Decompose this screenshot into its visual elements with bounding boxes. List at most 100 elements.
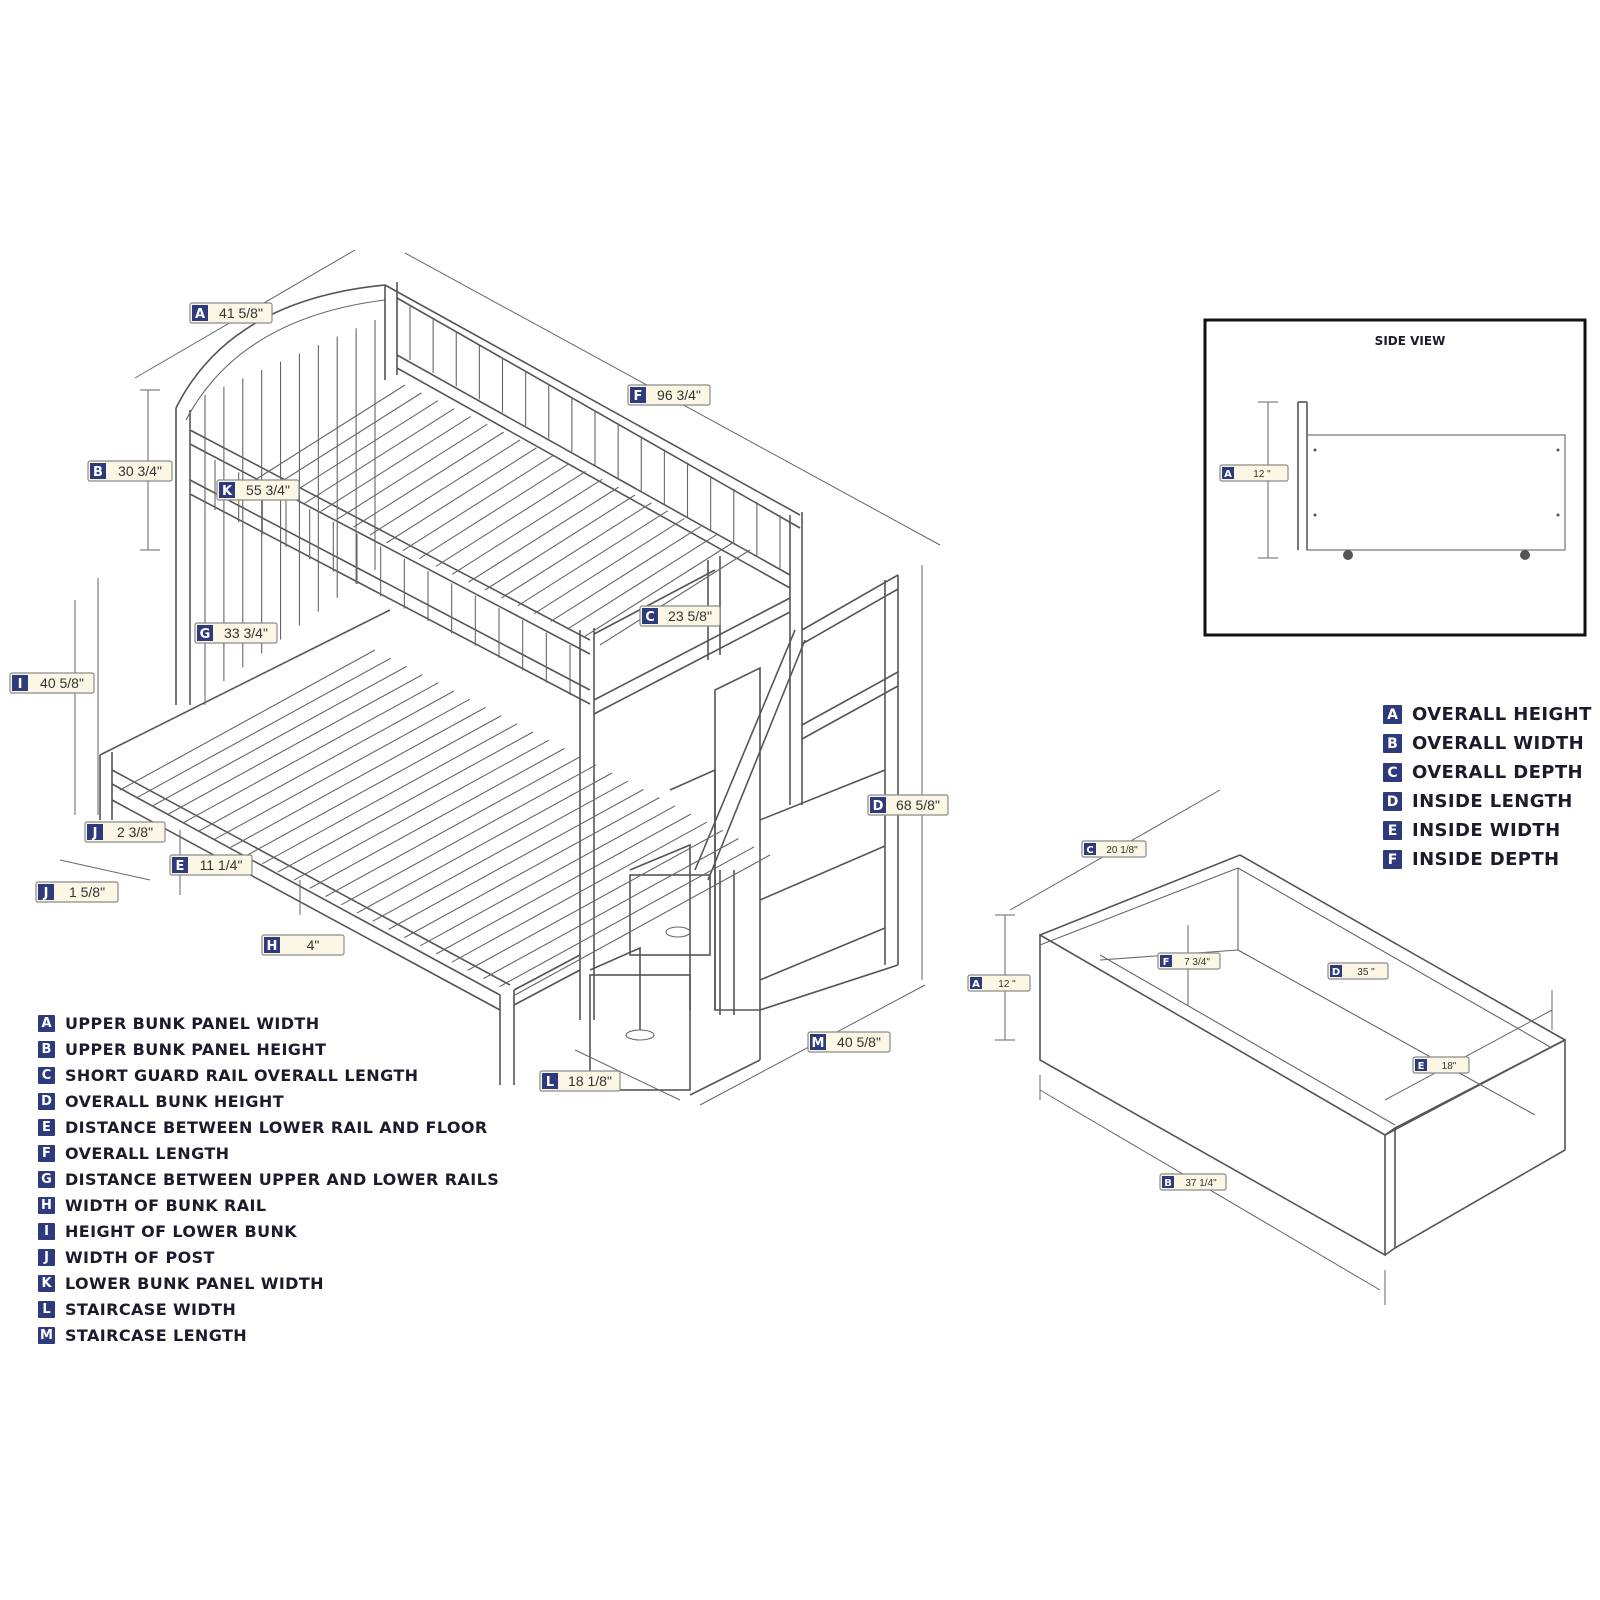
upper-slat bbox=[353, 431, 504, 528]
dimension-value: 68 5/8" bbox=[896, 797, 940, 813]
legend-label: HEIGHT OF LOWER BUNK bbox=[65, 1221, 298, 1241]
legend-key-badge: F bbox=[1383, 850, 1402, 869]
upper-slat bbox=[583, 541, 734, 638]
legend-label: WIDTH OF BUNK RAIL bbox=[65, 1195, 267, 1215]
lower-slat bbox=[356, 772, 613, 914]
dimension-tag-g: G 33 3/4" bbox=[194, 622, 278, 644]
dimension-key-letter: C bbox=[645, 610, 655, 625]
lower-slat bbox=[435, 813, 692, 955]
dimension-key-letter: J bbox=[92, 826, 98, 841]
dimension-key-letter: A bbox=[1224, 469, 1232, 480]
side-view-title: SIDE VIEW bbox=[1374, 334, 1446, 348]
dimension-value: 40 5/8" bbox=[837, 1034, 881, 1050]
lower-slat bbox=[419, 805, 676, 947]
dimension-tag-b: B 37 1/4" bbox=[1159, 1173, 1227, 1191]
legend-key-badge: A bbox=[1383, 705, 1402, 724]
legend-key-badge: C bbox=[38, 1066, 55, 1084]
legend-key-badge: H bbox=[38, 1196, 55, 1214]
upper-slat bbox=[320, 415, 472, 512]
legend-key-badge: B bbox=[38, 1040, 55, 1058]
dimension-key-letter: D bbox=[1332, 967, 1340, 978]
dimension-value: 33 3/4" bbox=[224, 625, 268, 641]
lower-slat bbox=[467, 829, 723, 971]
legend-key-badge: B bbox=[1383, 734, 1402, 753]
lower-slat bbox=[483, 838, 739, 980]
legend-label: UPPER BUNK PANEL WIDTH bbox=[65, 1013, 320, 1033]
legend-key-badge: M bbox=[38, 1326, 55, 1344]
lower-slat bbox=[198, 690, 455, 832]
dimension-value: 23 5/8" bbox=[668, 608, 712, 624]
legend-label: DISTANCE BETWEEN LOWER RAIL AND FLOOR bbox=[65, 1117, 488, 1137]
dimension-value: 55 3/4" bbox=[246, 482, 290, 498]
legend-label: OVERALL LENGTH bbox=[65, 1143, 230, 1163]
dimension-key-letter: A bbox=[972, 979, 980, 990]
lower-slat bbox=[167, 674, 423, 816]
dimension-tag-c: C 23 5/8" bbox=[639, 605, 721, 627]
dimension-value: 12 " bbox=[1253, 469, 1271, 480]
legend-label: LOWER BUNK PANEL WIDTH bbox=[65, 1273, 324, 1293]
dimension-value: 41 5/8" bbox=[219, 305, 263, 321]
legend-key-badge: E bbox=[38, 1118, 55, 1136]
dimension-tag-j: J 2 3/8" bbox=[84, 821, 166, 843]
upper-slat bbox=[533, 518, 685, 615]
legend-label: SHORT GUARD RAIL OVERALL LENGTH bbox=[65, 1065, 419, 1085]
dimension-value: 2 3/8" bbox=[117, 824, 153, 840]
dimension-value: 37 1/4" bbox=[1185, 1178, 1217, 1189]
upper-slat bbox=[599, 549, 751, 646]
legend-label: INSIDE LENGTH bbox=[1412, 791, 1573, 812]
dimension-key-letter: K bbox=[222, 484, 233, 499]
dimension-key-letter: J bbox=[43, 886, 49, 901]
upper-slat bbox=[468, 486, 619, 583]
upper-slat bbox=[271, 392, 422, 489]
dimension-key-letter: E bbox=[176, 859, 185, 874]
bunk-bed-drawing bbox=[99, 282, 899, 1096]
legend-key-badge: A bbox=[38, 1014, 55, 1032]
side-view-frame bbox=[1203, 318, 1587, 637]
legend-label: DISTANCE BETWEEN UPPER AND LOWER RAILS bbox=[65, 1169, 500, 1189]
dimension-value: 18" bbox=[1442, 1061, 1457, 1072]
lower-slat bbox=[451, 821, 708, 963]
dimension-key-letter: L bbox=[546, 1075, 554, 1090]
upper-slat bbox=[484, 494, 636, 591]
dimension-key-letter: F bbox=[1163, 957, 1170, 968]
upper-slat bbox=[254, 384, 406, 481]
dimension-key-letter: B bbox=[1164, 1178, 1172, 1189]
dimension-value: 12 " bbox=[998, 979, 1016, 990]
upper-slat bbox=[303, 408, 455, 505]
lower-slat bbox=[293, 739, 550, 881]
lower-bunk-slats bbox=[119, 649, 771, 996]
dimension-key-letter: C bbox=[1086, 845, 1093, 856]
dimension-tag-a: A 12 " bbox=[967, 974, 1031, 992]
legend-label: UPPER BUNK PANEL HEIGHT bbox=[65, 1039, 327, 1059]
lower-slat bbox=[309, 747, 565, 889]
legend-item-h: H WIDTH OF BUNK RAIL bbox=[38, 1192, 499, 1218]
upper-slat bbox=[517, 510, 669, 607]
lower-slat bbox=[514, 854, 771, 996]
lower-slat bbox=[340, 764, 597, 906]
upper-slat bbox=[287, 400, 439, 497]
legend-label: OVERALL DEPTH bbox=[1412, 762, 1584, 783]
dimension-value: 4" bbox=[307, 937, 320, 953]
lower-slat bbox=[388, 788, 644, 930]
lower-slat bbox=[372, 780, 629, 922]
dimension-tag-a: A 12 " bbox=[1219, 464, 1289, 482]
dimension-key-letter: I bbox=[18, 677, 23, 692]
upper-slat bbox=[336, 423, 488, 520]
lower-slat bbox=[151, 665, 407, 807]
dimension-key-letter: G bbox=[200, 627, 211, 642]
